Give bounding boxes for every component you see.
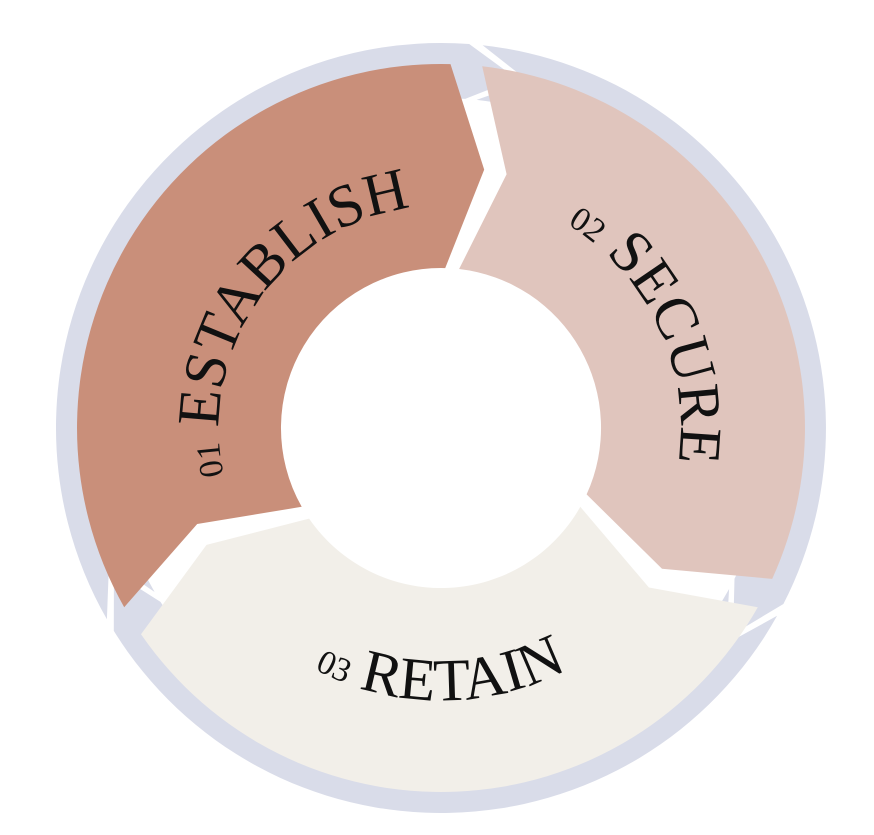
segment-secure — [459, 66, 805, 579]
segment-establish — [77, 63, 485, 608]
ring-segment-secure — [476, 45, 826, 635]
segment-retain — [141, 506, 758, 793]
step-number: 01 — [190, 441, 231, 481]
